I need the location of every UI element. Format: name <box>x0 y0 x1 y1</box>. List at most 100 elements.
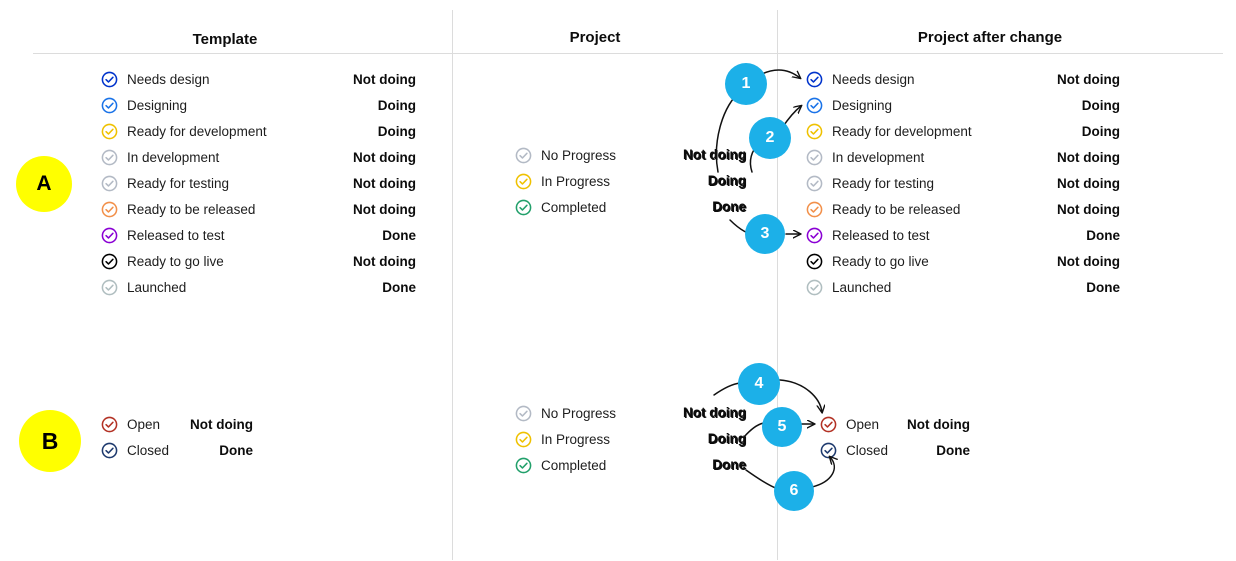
status-row: Completed Done <box>515 452 747 478</box>
column-header-template: Template <box>192 31 258 48</box>
check-circle-icon <box>806 71 823 87</box>
callout-3[interactable]: 3 <box>745 214 785 254</box>
status-name: Open <box>846 416 880 432</box>
status-row: In Progress Doing <box>515 426 747 452</box>
check-circle-icon <box>820 442 837 458</box>
status-row: In development Not doing <box>806 144 1120 170</box>
status-value: Done <box>713 199 747 215</box>
check-circle-icon <box>101 227 118 243</box>
status-value: Not doing <box>353 201 416 217</box>
check-circle-icon <box>515 173 532 189</box>
status-name: Ready for testing <box>832 175 935 191</box>
status-name: In development <box>832 149 925 165</box>
check-circle-icon <box>806 149 823 165</box>
status-row: Needs design Not doing <box>101 66 416 92</box>
check-circle-icon <box>101 416 118 432</box>
status-name: Launched <box>832 279 892 295</box>
arrow-5-in <box>743 422 765 438</box>
mid-status-label: Not doing <box>683 405 746 420</box>
status-row: Ready for development Doing <box>101 118 416 144</box>
status-value: Not doing <box>353 71 416 87</box>
check-circle-icon <box>806 253 823 269</box>
check-circle-icon <box>515 405 532 421</box>
column-divider-template-project <box>452 10 453 560</box>
status-name: Ready for testing <box>127 175 230 191</box>
status-value: Not doing <box>684 405 747 421</box>
status-value: Not doing <box>1057 149 1120 165</box>
check-circle-icon <box>101 97 118 113</box>
status-row: Ready for development Doing <box>806 118 1120 144</box>
status-name: In Progress <box>541 173 611 189</box>
column-header-project-after: Project after change <box>917 29 1063 46</box>
header-divider-horizontal <box>33 53 1223 54</box>
status-value: Doing <box>1081 123 1120 139</box>
check-circle-icon <box>101 71 118 87</box>
status-name: Launched <box>127 279 187 295</box>
status-value: Done <box>219 442 253 458</box>
check-circle-icon <box>806 123 823 139</box>
status-value: Doing <box>708 173 747 189</box>
status-name: Released to test <box>832 227 930 243</box>
status-name: Ready to be released <box>127 201 256 217</box>
status-name: Closed <box>127 442 170 458</box>
status-name: In Progress <box>541 431 611 447</box>
status-value: Not doing <box>353 253 416 269</box>
mid-status-label: Done <box>712 457 746 472</box>
check-circle-icon <box>101 442 118 458</box>
status-name: Ready for development <box>127 123 267 139</box>
check-circle-icon <box>101 123 118 139</box>
status-value: Not doing <box>1057 71 1120 87</box>
column-header-project: Project <box>569 29 621 46</box>
status-name: Ready to be released <box>832 201 961 217</box>
status-name: Ready for development <box>832 123 972 139</box>
callout-1[interactable]: 1 <box>725 63 767 105</box>
arrow-4-in <box>713 382 741 396</box>
status-name: Completed <box>541 457 607 473</box>
callout-6[interactable]: 6 <box>774 471 814 511</box>
status-value: Doing <box>708 431 747 447</box>
callout-5[interactable]: 5 <box>762 407 802 447</box>
status-value: Done <box>936 442 970 458</box>
callout-4[interactable]: 4 <box>738 363 780 405</box>
status-name: Released to test <box>127 227 225 243</box>
status-name: Ready to go live <box>127 253 224 269</box>
status-name: Designing <box>832 97 893 113</box>
status-name: Needs design <box>832 71 915 87</box>
check-circle-icon <box>515 147 532 163</box>
status-value: Doing <box>377 123 416 139</box>
status-name: Needs design <box>127 71 210 87</box>
mid-status-label: Doing <box>707 173 746 188</box>
status-value: Not doing <box>190 416 253 432</box>
status-row: Closed Done <box>101 437 253 463</box>
check-circle-icon <box>806 279 823 295</box>
mid-status-label: Doing <box>707 431 746 446</box>
status-row: In Progress Doing <box>515 168 747 194</box>
status-row: Ready to go live Not doing <box>101 248 416 274</box>
status-row: Ready for testing Not doing <box>806 170 1120 196</box>
status-name: Open <box>127 416 161 432</box>
check-circle-icon <box>806 97 823 113</box>
callout-2[interactable]: 2 <box>749 117 791 159</box>
status-value: Doing <box>377 97 416 113</box>
mid-status-label: Not doing <box>683 147 746 162</box>
status-value: Not doing <box>1057 175 1120 191</box>
check-circle-icon <box>515 199 532 215</box>
mid-status-label: Done <box>712 199 746 214</box>
